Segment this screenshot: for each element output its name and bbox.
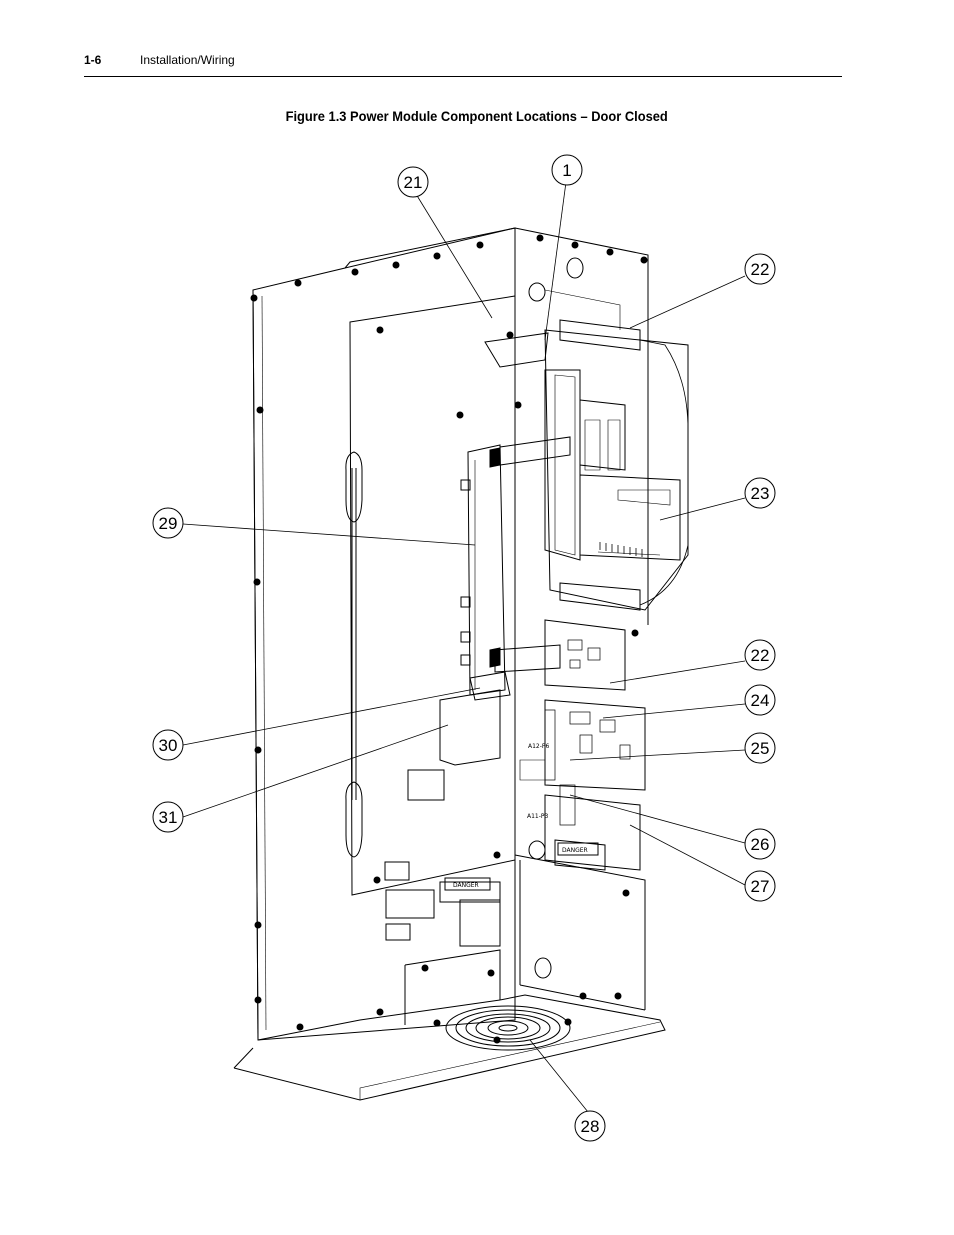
svg-text:23: 23 [751, 484, 770, 503]
callout-26: 26 [744, 828, 776, 860]
danger-label-upper: DANGER [562, 847, 588, 854]
callout-25: 25 [744, 732, 776, 764]
board-label-upper: A12-P6 [528, 743, 550, 750]
callout-31: 31 [152, 801, 184, 833]
callout-24: 24 [744, 684, 776, 716]
callout-30: 30 [152, 729, 184, 761]
callout-28: 28 [574, 1110, 606, 1142]
svg-text:24: 24 [751, 691, 770, 710]
callout-23: 23 [744, 477, 776, 509]
svg-text:27: 27 [751, 877, 770, 896]
screws [250, 234, 648, 1044]
svg-text:28: 28 [581, 1117, 600, 1136]
danger-label-lower: DANGER [453, 882, 479, 889]
svg-text:29: 29 [159, 514, 178, 533]
svg-text:22: 22 [751, 260, 770, 279]
svg-text:31: 31 [159, 808, 178, 827]
callout-1: 1 [551, 154, 583, 186]
svg-text:30: 30 [159, 736, 178, 755]
section-title: Installation/Wiring [140, 53, 235, 67]
callout-22-lower: 22 [744, 639, 776, 671]
callout-29: 29 [152, 507, 184, 539]
page-number: 1-6 [84, 53, 102, 67]
danger-labels: DANGER DANGER [444, 842, 599, 891]
svg-text:25: 25 [751, 739, 770, 758]
svg-text:26: 26 [751, 835, 770, 854]
left-cable [345, 451, 363, 858]
lower-circuit-boards [519, 619, 646, 871]
figure-caption-text: Figure 1.3 Power Module Component Locati… [285, 108, 669, 124]
callout-21: 21 [397, 166, 429, 198]
door-panels [384, 689, 501, 947]
fan-grille [445, 1005, 571, 1051]
leader-lines [182, 181, 746, 1113]
callout-22-upper: 22 [744, 253, 776, 285]
left-circuit-board [460, 444, 506, 696]
callouts: 1 21 22 23 29 22 24 25 30 31 26 27 28 [152, 154, 776, 1142]
cabinet-outline [233, 227, 666, 1101]
page-header: 1-6 Installation/Wiring [84, 52, 842, 77]
figure-caption: Figure 1.3 Power Module Component Locati… [0, 108, 954, 124]
board-label-lower: A11-P3 [527, 813, 549, 820]
svg-text:1: 1 [562, 161, 571, 180]
svg-text:21: 21 [404, 173, 423, 192]
callout-27: 27 [744, 870, 776, 902]
power-module [544, 289, 689, 611]
svg-text:22: 22 [751, 646, 770, 665]
